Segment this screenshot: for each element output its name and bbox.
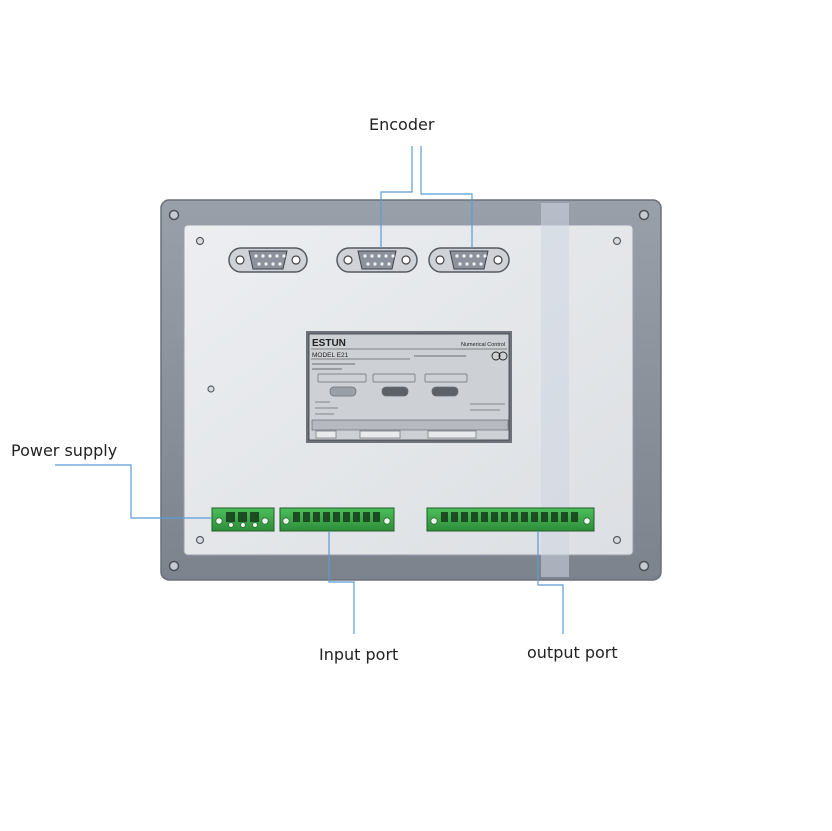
nameplate-pinout [311,373,509,439]
frame-screw-holes [168,209,650,572]
encoder-label: Encoder [369,115,435,134]
nameplate-model: MODEL E21 [312,352,349,359]
db9-connector-encoder-1 [336,247,418,273]
nameplate: ESTUN Numerical Control MODEL E21 [306,331,512,443]
nameplate-brand: ESTUN [312,338,346,349]
input-port-label: Input port [319,645,399,664]
leader-input-port [328,531,355,634]
ce-mark [491,351,508,361]
nameplate-category: Numerical Control [461,342,505,348]
output-port-terminal [426,507,595,532]
nameplate-fine-print [312,355,466,370]
leader-power-supply [55,464,212,519]
db9-connector-1 [228,247,308,273]
input-port-terminal [279,507,395,532]
leader-encoder-right [420,146,473,248]
leader-lines [55,146,564,634]
power-supply-label: Power supply [11,441,118,460]
leader-encoder-left [380,146,413,248]
leader-output-port [537,531,564,634]
output-port-label: output port [527,643,618,662]
db9-connector-encoder-2 [428,247,510,273]
power-supply-terminal [211,507,275,532]
face-screw-holes [195,236,622,545]
